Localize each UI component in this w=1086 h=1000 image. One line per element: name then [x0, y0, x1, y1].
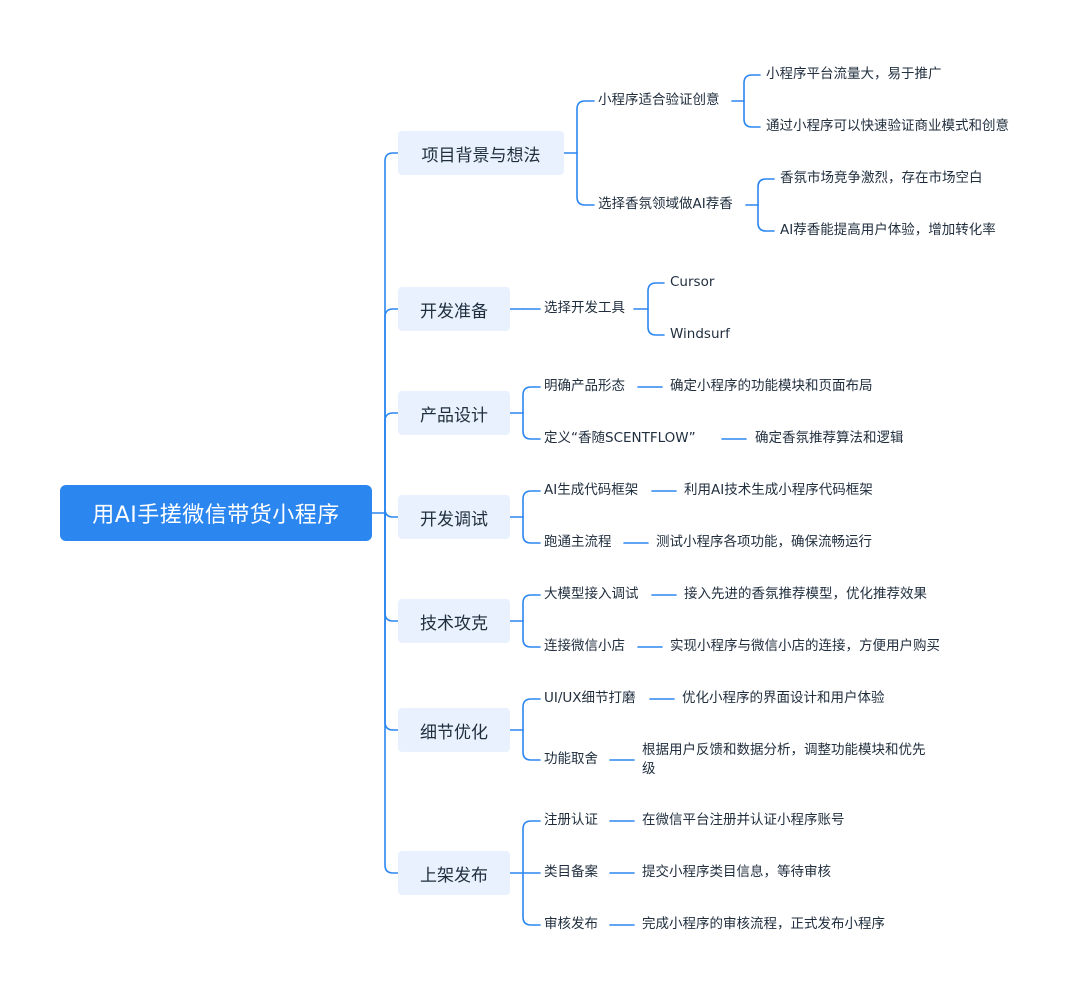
root-connector — [384, 412, 399, 514]
detail-node[interactable]: 接入先进的香氛推荐模型，优化推荐效果 — [684, 586, 927, 602]
detail-node[interactable]: 小程序平台流量大，易于推广 — [766, 66, 942, 82]
detail-node[interactable]: 提交小程序类目信息，等待审核 — [642, 864, 831, 880]
connector-line — [757, 178, 775, 206]
detail-node[interactable]: 在微信平台注册并认证小程序账号 — [642, 812, 845, 828]
detail-node[interactable]: 香氛市场竞争激烈，存在市场空白 — [780, 170, 983, 186]
connector-line — [647, 308, 665, 336]
branch-node-release[interactable]: 上架发布 — [398, 851, 510, 895]
root-connector — [384, 508, 399, 518]
topic-node[interactable]: 选择开发工具 — [544, 300, 625, 316]
detail-node[interactable]: 实现小程序与微信小店的连接，方便用户购买 — [670, 638, 940, 654]
topic-node[interactable]: 审核发布 — [544, 916, 598, 932]
connector-line — [522, 820, 541, 874]
topic-node[interactable]: 小程序适合验证创意 — [598, 92, 720, 108]
connector-line — [576, 152, 595, 206]
topic-node[interactable]: 明确产品形态 — [544, 378, 625, 394]
connector-line — [522, 594, 541, 622]
connector-line — [522, 729, 541, 761]
connector-line — [522, 516, 541, 544]
branch-node-dev-prep[interactable]: 开发准备 — [398, 287, 510, 331]
detail-node[interactable]: 确定小程序的功能模块和页面布局 — [670, 378, 873, 394]
root-connector — [384, 512, 399, 874]
connector-line — [576, 100, 595, 154]
connector-line — [743, 100, 761, 128]
connector-line — [522, 872, 541, 926]
root-node[interactable]: 用AI手搓微信带货小程序 — [60, 485, 372, 541]
detail-node[interactable]: 根据用户反馈和数据分析，调整功能模块和优先级 — [642, 742, 926, 777]
detail-node[interactable]: AI荐香能提高用户体验，增加转化率 — [780, 222, 996, 238]
branch-node-background-idea[interactable]: 项目背景与想法 — [398, 131, 564, 175]
detail-node[interactable]: 完成小程序的审核流程，正式发布小程序 — [642, 916, 885, 932]
root-connector — [384, 512, 399, 622]
topic-node[interactable]: AI生成代码框架 — [544, 482, 639, 498]
connector-line — [522, 386, 541, 414]
connector-line — [522, 412, 541, 440]
connector-line — [743, 74, 761, 102]
topic-node[interactable]: 连接微信小店 — [544, 638, 625, 654]
detail-node[interactable]: Windsurf — [670, 326, 730, 342]
connector-line — [647, 282, 665, 310]
branch-node-tech[interactable]: 技术攻克 — [398, 599, 510, 643]
topic-node[interactable]: 注册认证 — [544, 812, 598, 828]
branch-node-dev-debug[interactable]: 开发调试 — [398, 495, 510, 539]
connector-line — [757, 204, 775, 232]
topic-node[interactable]: 选择香氛领域做AI荐香 — [598, 196, 733, 212]
topic-node[interactable]: 跑通主流程 — [544, 534, 612, 550]
topic-node[interactable]: 功能取舍 — [544, 751, 598, 767]
detail-node[interactable]: Cursor — [670, 274, 715, 290]
topic-node[interactable]: 定义“香随SCENTFLOW” — [544, 430, 696, 446]
topic-node[interactable]: 大模型接入调试 — [544, 586, 639, 602]
connector-line — [522, 620, 541, 648]
root-connector — [384, 308, 399, 514]
connector-line — [522, 490, 541, 518]
detail-node[interactable]: 通过小程序可以快速验证商业模式和创意 — [766, 118, 1009, 134]
detail-node[interactable]: 利用AI技术生成小程序代码框架 — [684, 482, 873, 498]
detail-node[interactable]: 优化小程序的界面设计和用户体验 — [682, 690, 885, 706]
topic-node[interactable]: 类目备案 — [544, 864, 598, 880]
detail-node[interactable]: 测试小程序各项功能，确保流畅运行 — [656, 534, 872, 550]
connector-line — [522, 698, 541, 731]
branch-node-polish[interactable]: 细节优化 — [398, 708, 510, 752]
branch-node-product-design[interactable]: 产品设计 — [398, 391, 510, 435]
detail-node[interactable]: 确定香氛推荐算法和逻辑 — [755, 430, 904, 446]
root-connector — [384, 152, 399, 514]
topic-node[interactable]: UI/UX细节打磨 — [544, 690, 636, 706]
